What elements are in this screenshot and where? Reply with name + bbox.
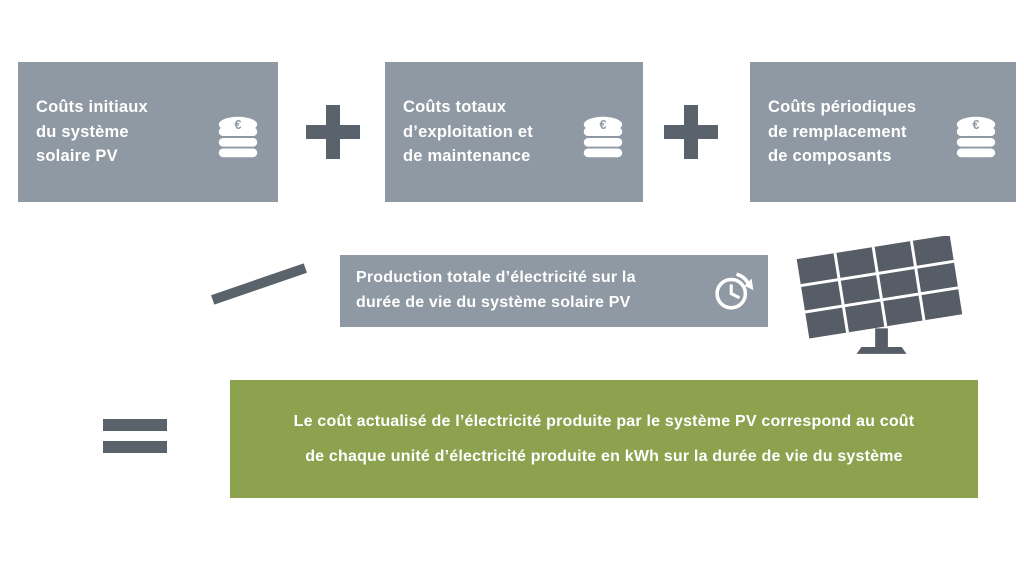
equals-operator-text: =: [103, 419, 104, 420]
cost-box-operation-maintenance-label: Coûts totaux d’exploitation et de mainte…: [403, 97, 533, 166]
euro-coins-icon: €: [218, 116, 258, 158]
equals-operator: =: [103, 419, 167, 453]
plus-operator-text: +: [664, 105, 665, 106]
euro-symbol: €: [973, 118, 980, 132]
cost-box-initial: Coûts initiaux du système solaire PV €: [18, 62, 278, 202]
cost-box-operation-maintenance: Coûts totaux d’exploitation et de mainte…: [385, 62, 643, 202]
euro-symbol: €: [600, 118, 607, 132]
euro-coins-icon: €: [956, 116, 996, 158]
production-box-label: Production totale d’électricité sur la d…: [356, 269, 636, 311]
euro-symbol: €: [235, 118, 242, 132]
cost-box-initial-label: Coûts initiaux du système solaire PV: [36, 97, 148, 166]
result-box: Le coût actualisé de l’électricité produ…: [230, 380, 978, 498]
plus-operator-text: +: [306, 105, 307, 106]
euro-coins-icon: €: [583, 116, 623, 158]
divide-operator-text: /: [211, 295, 212, 296]
cost-box-replacement: Coûts périodiques de remplacement de com…: [750, 62, 1016, 202]
solar-panel-icon: [796, 236, 963, 354]
production-box: Production totale d’électricité sur la d…: [340, 255, 768, 327]
plus-operator-1: +: [306, 105, 360, 159]
plus-operator-2: +: [664, 105, 718, 159]
cost-box-replacement-label: Coûts périodiques de remplacement de com…: [768, 97, 917, 166]
result-box-label: Le coût actualisé de l’électricité produ…: [293, 412, 915, 465]
divide-operator: /: [211, 263, 307, 305]
clock-arrow-icon: [715, 272, 754, 310]
